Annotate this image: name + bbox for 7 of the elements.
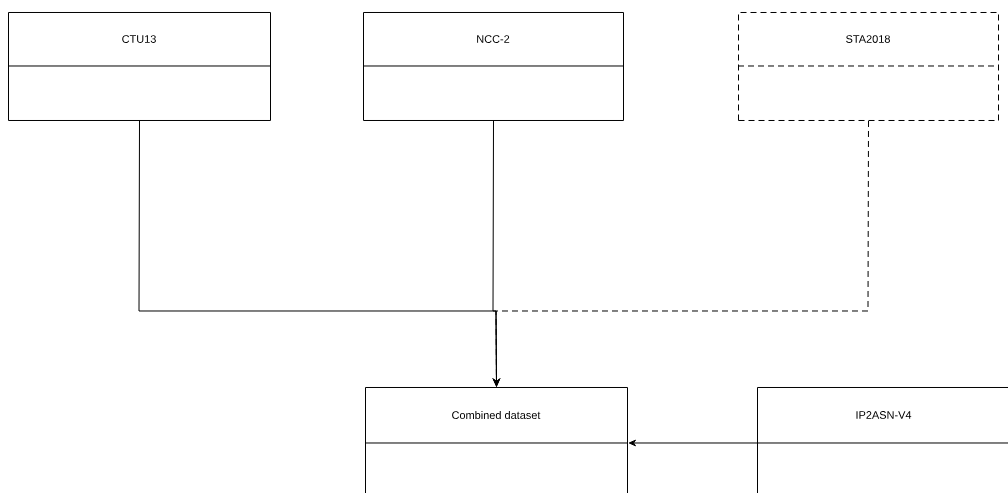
class-box: CTU13 [7, 12, 271, 121]
arrow [628, 439, 758, 447]
arrow [493, 120, 869, 387]
class-box: STA2018 [737, 12, 999, 121]
class-box: NCC-2 [362, 12, 624, 121]
class-box: Combined dataset [364, 387, 628, 493]
class-box: IP2ASN-V4 [756, 387, 1008, 493]
